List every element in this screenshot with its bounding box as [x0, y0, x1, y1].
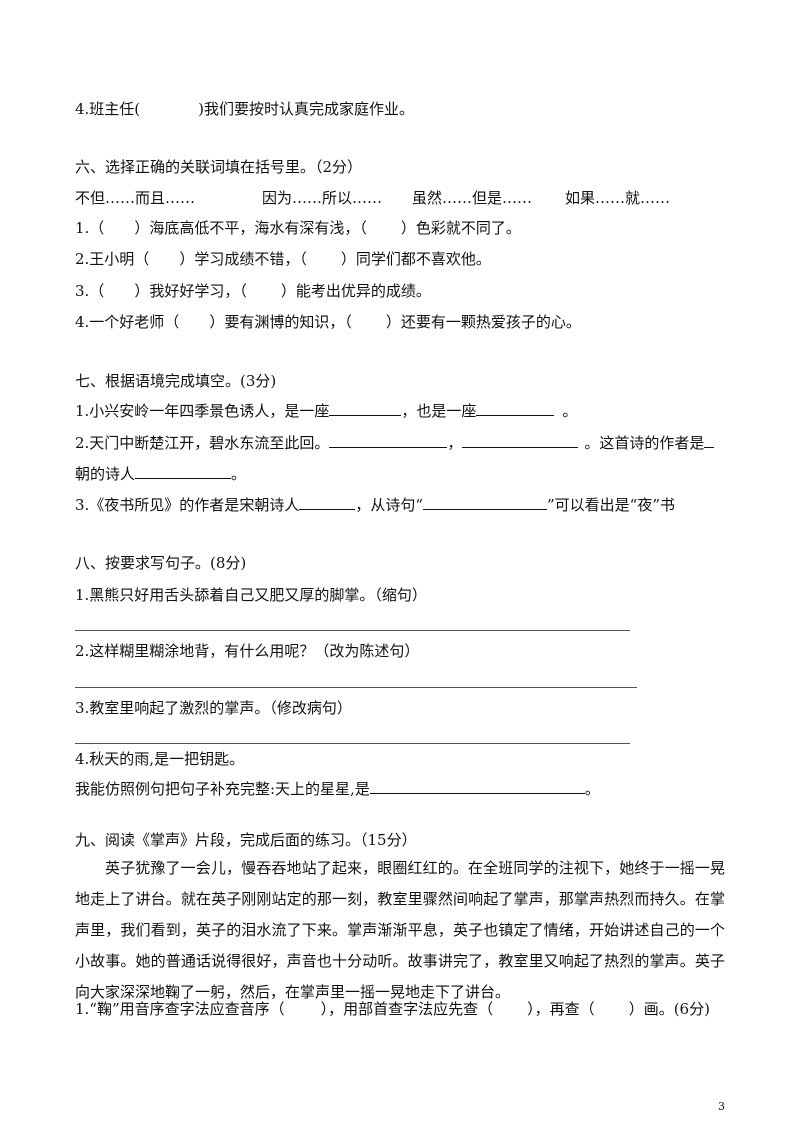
conjunction-option: 不但……而且……: [75, 189, 196, 207]
conjunction-option: 因为……所以……: [262, 189, 383, 207]
blank-field[interactable]: [329, 433, 448, 448]
s7-line-3: 朝的诗人。: [75, 464, 247, 483]
section-9-heading: 九、阅读《掌声》片段，完成后面的练习。（15分）: [75, 831, 417, 849]
s6-item-1: 1.（）海底高低不平，海水有深有浅，（）色彩就不同了。: [75, 219, 521, 237]
s8-question-3: 3.教室里响起了激烈的掌声。（修改病句）: [75, 699, 352, 717]
answer-line[interactable]: [75, 743, 630, 744]
blank-field[interactable]: [476, 401, 555, 416]
answer-line[interactable]: [75, 630, 630, 631]
s8-question-4: 4.秋天的雨,是一把钥匙。: [75, 750, 245, 768]
s7-line-4: 3.《夜书所见》的作者是宋朝诗人，从诗句“”可以看出是“夜”书: [75, 495, 676, 514]
blank-field[interactable]: [462, 433, 579, 448]
blank-field[interactable]: [423, 495, 547, 510]
s8-question-1: 1.黑熊只好用舌头舔着自己又肥又厚的脚掌。（缩句）: [75, 586, 427, 604]
s6-item-3: 3.（）我好好学习，（）能考出优异的成绩。: [75, 282, 431, 300]
page-number: 3: [718, 1100, 725, 1113]
s7-line-2: 2.天门中断楚江开，碧水东流至此回。，。这首诗的作者是: [75, 432, 715, 454]
s6-item-4: 4.一个好老师（）要有渊博的知识，（）还要有一颗热爱孩子的心。: [75, 313, 581, 331]
answer-line[interactable]: [75, 687, 637, 688]
blank-field[interactable]: [299, 495, 356, 510]
s8-question-4-prompt: 我能仿照例句把句子补充完整:天上的星星,是。: [75, 779, 600, 798]
blank-field[interactable]: [704, 433, 715, 448]
blank-field[interactable]: [369, 779, 585, 794]
s8-question-2: 2.这样糊里糊涂地背，有什么用呢？（改为陈述句）: [75, 642, 420, 660]
blank-field[interactable]: [135, 464, 232, 479]
s6-item-2: 2.王小明（）学习成绩不错，（）同学们都不喜欢他。: [75, 250, 491, 268]
section-7-heading: 七、根据语境完成填空。(3分): [75, 372, 277, 390]
blank-field[interactable]: [329, 401, 402, 416]
s7-line-1: 1.小兴安岭一年四季景色诱人，是一座，也是一座。: [75, 401, 578, 420]
section-6-heading: 六、选择正确的关联词填在括号里。（2分）: [75, 158, 363, 176]
conjunction-option: 虽然……但是……: [412, 189, 533, 207]
conjunction-option: 如果……就……: [565, 189, 671, 207]
s9-question-1: 1.“鞠”用音序查字法应查音序（），用部首查字法应先查（），再查（）画。(6分): [75, 1000, 710, 1018]
section-8-heading: 八、按要求写句子。(8分): [75, 554, 247, 572]
q5-item-4: 4.班主任()我们要按时认真完成家庭作业。: [75, 100, 415, 118]
reading-passage: 英子犹豫了一会儿，慢吞吞地站了起来，眼圈红红的。在全班同学的注视下，她终于一摇一…: [75, 859, 725, 1001]
